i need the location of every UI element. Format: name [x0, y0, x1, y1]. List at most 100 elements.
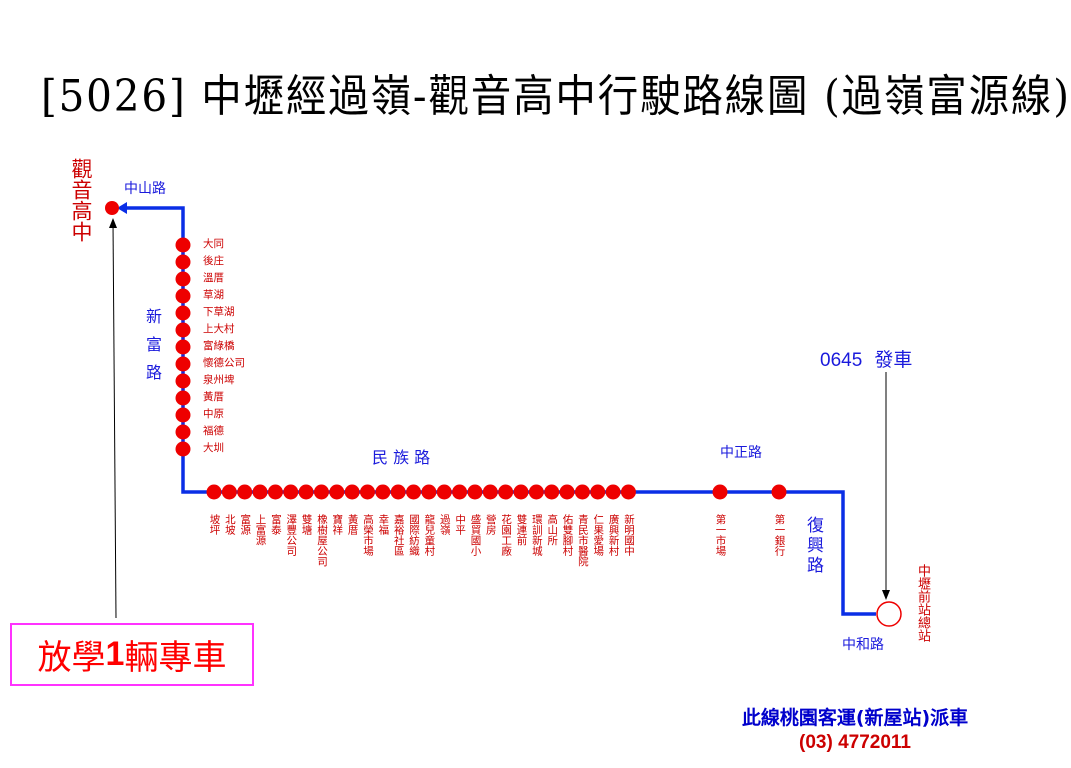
special-bus-count: 1 [105, 635, 125, 673]
stop-label: 龍兒童村 [423, 514, 436, 556]
stop-dot [329, 484, 345, 500]
stop-label: 黃厝 [346, 514, 359, 535]
page-title: [5026] 中壢經過嶺-觀音高中行駛路線圖 (過嶺富源線) [40, 71, 1071, 122]
departure-time: 0645 [820, 350, 863, 371]
stop-dot [175, 356, 191, 372]
stop-dot [175, 339, 191, 355]
stop-label: 盛貿國小 [469, 514, 482, 556]
route-map [105, 201, 902, 627]
stop-label: 北坡 [223, 514, 236, 535]
stop-label: 雙連前 [515, 514, 528, 546]
stop-dot [175, 441, 191, 457]
stop-label: 溫厝 [203, 272, 224, 284]
stop-dot [528, 484, 544, 500]
stop-dot [712, 484, 728, 500]
stop-dot [175, 254, 191, 270]
stop-dot [175, 322, 191, 338]
stop-dot [467, 484, 483, 500]
stop-label: 幸福 [377, 514, 390, 535]
stop-dot [237, 484, 253, 500]
stop-dot [375, 484, 391, 500]
stop-dot [620, 484, 636, 500]
terminal-start-label: 觀音高中 [69, 158, 93, 242]
stop-dot [175, 424, 191, 440]
stop-dot [406, 484, 422, 500]
stop-label: 中原 [203, 408, 224, 420]
stop-dot [175, 373, 191, 389]
stop-label: 富源 [239, 514, 252, 535]
special-bus-prefix: 放學 [37, 638, 106, 678]
stop-dot [175, 390, 191, 406]
stop-label: 上大村 [203, 323, 235, 335]
stop-label: 高山所 [546, 514, 559, 546]
stop-dot [221, 484, 237, 500]
stop-dot [252, 484, 268, 500]
phone-number: (03) 4772011 [799, 732, 911, 753]
stop-dot [482, 484, 498, 500]
operator-note: 此線桃園客運(新屋站)派車 [741, 707, 969, 729]
stop-dot-guanyin [105, 201, 119, 215]
stop-label: 大圳 [203, 442, 224, 454]
stop-label: 佑雙腳村 [561, 514, 574, 556]
stop-label: 橡樹屋公司 [315, 514, 328, 567]
stop-label: 後庄 [203, 255, 224, 267]
road-minzu: 民 族 路 [372, 448, 431, 467]
stop-label: 雙塘 [300, 514, 313, 535]
stop-label: 廣興新村 [607, 514, 620, 556]
stop-label: 國際紡織 [408, 514, 421, 556]
stop-dot [175, 305, 191, 321]
stop-label: 寶祥 [331, 514, 344, 535]
road-zhonghe: 中和路 [842, 637, 884, 653]
departure-arrowhead [882, 590, 890, 600]
stop-dot [283, 484, 299, 500]
stop-dot [771, 484, 787, 500]
stop-label: 懷德公司 [203, 357, 245, 369]
stop-dot [498, 484, 514, 500]
road-fuxing: 復興路 [803, 516, 823, 576]
departure-info: 0645 發車 [820, 345, 912, 372]
stop-dot [421, 484, 437, 500]
stop-label: 草湖 [203, 289, 224, 301]
road-zhongzheng: 中正路 [720, 445, 762, 461]
stop-label: 黃厝 [203, 391, 224, 403]
special-bus-arrowhead [109, 218, 117, 228]
stop-label: 環訓新城 [530, 514, 543, 556]
stop-label: 澤豐公司 [285, 514, 298, 556]
stop-label: 高榮市場 [362, 514, 374, 556]
stop-label: 青民市醫院 [576, 514, 589, 567]
stop-dot [544, 484, 560, 500]
stop-label: 花園工廠 [500, 514, 513, 556]
stop-label: 過嶺 [438, 514, 451, 535]
stop-label: 營房 [484, 514, 497, 535]
stop-dot [298, 484, 314, 500]
road-xinfu: 新富路 [143, 308, 162, 392]
route-arrowhead [117, 202, 127, 214]
stop-dot [559, 484, 575, 500]
stop-dot-terminal [876, 601, 902, 627]
stop-dot [267, 484, 283, 500]
stop-label: 大同 [203, 238, 224, 250]
stop-dot [175, 288, 191, 304]
stop-dot [175, 237, 191, 253]
stop-dot [436, 484, 452, 500]
stop-label: 新明國中 [622, 514, 635, 556]
stop-dot [452, 484, 468, 500]
departure-label: 發車 [874, 349, 913, 371]
stop-label: 中平 [454, 514, 467, 535]
stop-label: 富泰 [269, 514, 282, 535]
stop-dot [206, 484, 222, 500]
stop-label: 第一市場 [714, 514, 727, 556]
road-zhongshan: 中山路 [124, 181, 166, 197]
special-bus-suffix: 輛專車 [124, 638, 227, 678]
stop-label: 上富源 [254, 514, 267, 546]
stop-dot [590, 484, 606, 500]
stop-label: 富綠橋 [203, 340, 235, 352]
stop-dot [360, 484, 375, 500]
stop-label: 嘉裕社區 [392, 514, 405, 556]
stop-label: 坡坪 [208, 514, 221, 535]
stop-label: 仁果愛場 [592, 514, 605, 556]
stop-label: 下草湖 [203, 306, 235, 318]
stop-dot [175, 271, 191, 287]
stop-label: 福德 [203, 425, 224, 437]
